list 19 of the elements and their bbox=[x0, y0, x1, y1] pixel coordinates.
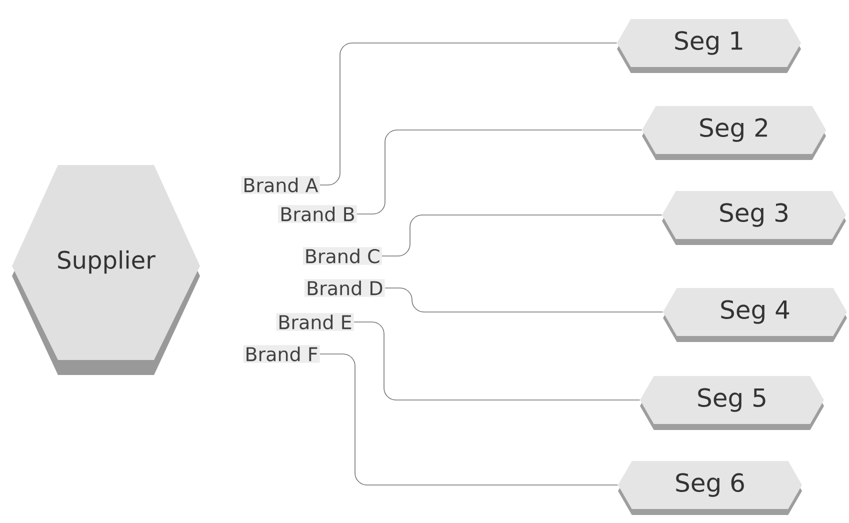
segment-box: Seg 1 bbox=[617, 19, 801, 73]
connector-line bbox=[320, 354, 618, 486]
segment-box: Seg 6 bbox=[618, 461, 802, 515]
segment-box: Seg 3 bbox=[662, 191, 846, 245]
segment-box: Seg 4 bbox=[663, 288, 847, 342]
connector-line bbox=[354, 322, 640, 400]
connector-line bbox=[320, 42, 618, 186]
brand-label: Brand F bbox=[243, 345, 320, 363]
brand-label: Brand B bbox=[278, 205, 357, 223]
connector-line bbox=[382, 214, 662, 256]
segment-box: Seg 5 bbox=[640, 376, 824, 430]
brand-label: Brand D bbox=[304, 279, 385, 297]
brand-label: Brand C bbox=[302, 247, 382, 265]
brand-label: Brand A bbox=[241, 176, 320, 194]
hexagon-node: Supplier bbox=[12, 165, 200, 375]
connector-line bbox=[356, 130, 642, 214]
connector-line bbox=[384, 288, 664, 312]
segment-box: Seg 2 bbox=[642, 106, 826, 160]
brand-label: Brand E bbox=[276, 313, 354, 331]
